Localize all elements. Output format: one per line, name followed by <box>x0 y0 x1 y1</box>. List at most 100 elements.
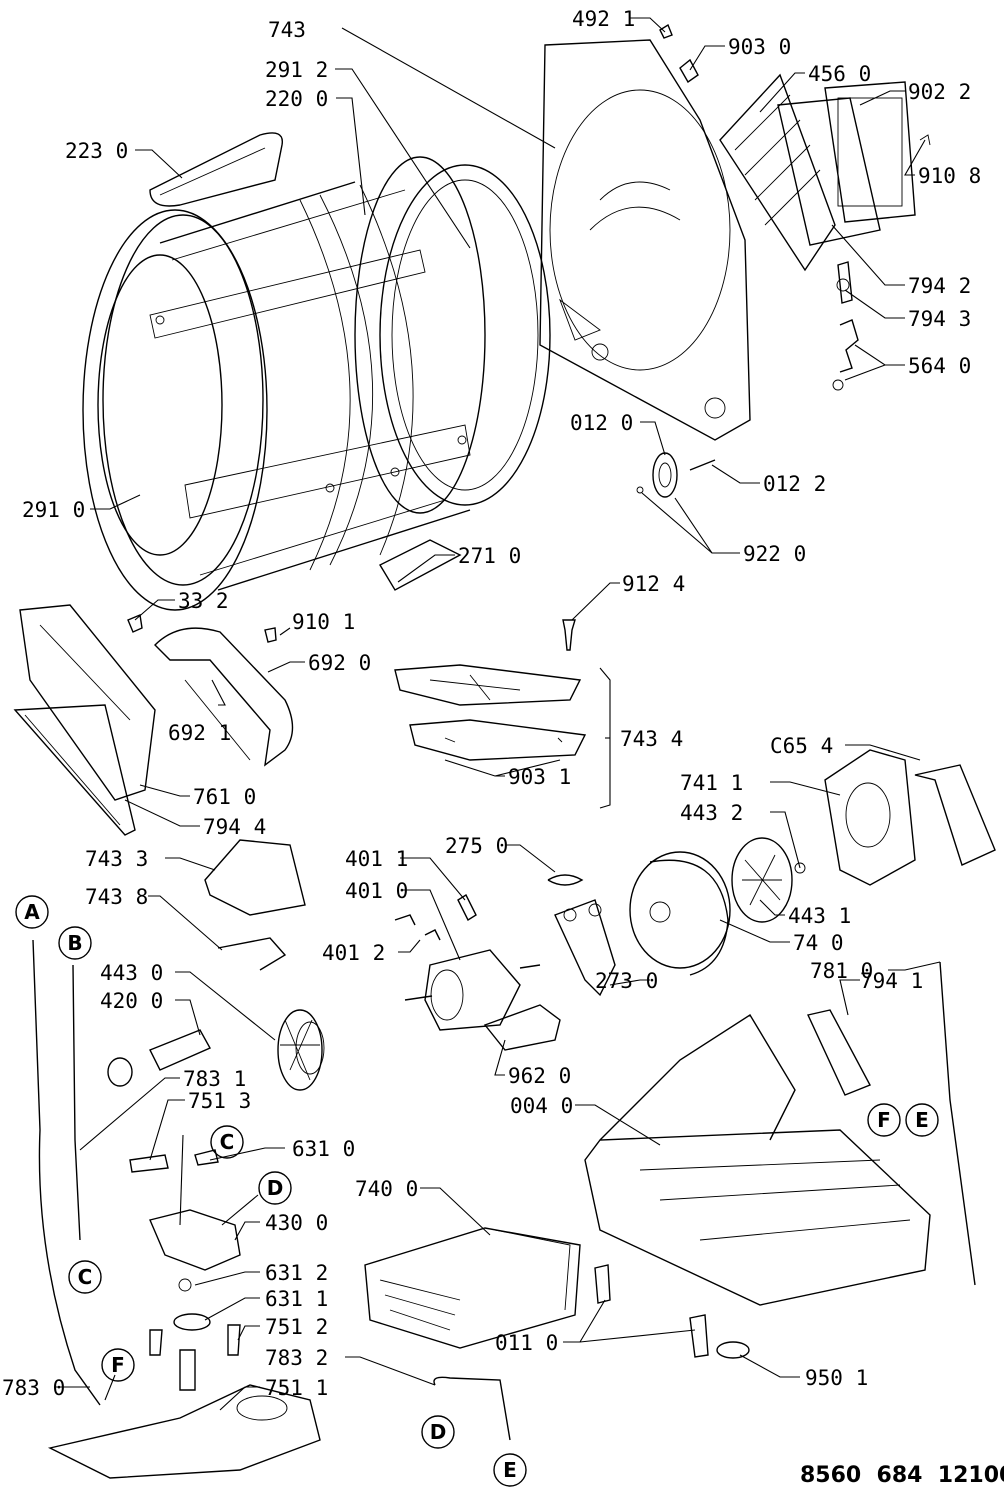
label-631-2: 631 2 <box>265 1261 328 1285</box>
label-223-0: 223 0 <box>65 139 128 163</box>
label-783-0: 783 0 <box>2 1376 65 1400</box>
svg-text:C: C <box>78 1265 93 1289</box>
label-443-1: 443 1 <box>788 904 851 928</box>
label-443-2: 443 2 <box>680 801 743 825</box>
label-012-0: 012 0 <box>570 411 633 435</box>
rear-seal-ring <box>379 164 551 506</box>
label-220-0: 220 0 <box>265 87 328 111</box>
screw-9124 <box>562 619 576 651</box>
dryer-base <box>584 1014 931 1306</box>
svg-text:C: C <box>220 1130 235 1154</box>
callout-e-bottom: E <box>493 1453 527 1487</box>
callout-a: A <box>15 895 49 929</box>
label-783-2: 783 2 <box>265 1346 328 1370</box>
exhaust-duct <box>154 627 294 767</box>
label-902-2: 902 2 <box>908 80 971 104</box>
svg-text:A: A <box>24 900 40 924</box>
svg-text:E: E <box>503 1458 517 1482</box>
label-903-1: 903 1 <box>508 765 571 789</box>
leveling-feet <box>594 1264 750 1359</box>
leader-lines <box>55 17 941 1411</box>
label-743: 743 <box>268 18 306 42</box>
callout-circles: A B C D C F F E D E <box>15 895 939 1487</box>
callout-e-right: E <box>905 1103 939 1137</box>
callout-f-left: F <box>101 1348 135 1382</box>
label-456-0: 456 0 <box>808 62 871 86</box>
label-794-1: 794 1 <box>860 969 923 993</box>
motor-cover <box>629 837 806 976</box>
label-741-1: 741 1 <box>680 771 743 795</box>
label-631-0: 631 0 <box>292 1137 355 1161</box>
belt-tensioner <box>547 874 616 997</box>
label-291-0: 291 0 <box>22 498 85 522</box>
rear-bulkhead <box>539 39 751 441</box>
callout-d-top: D <box>258 1171 292 1205</box>
label-291-2: 291 2 <box>265 58 328 82</box>
svg-text:E: E <box>915 1108 929 1132</box>
label-492-1: 492 1 <box>572 7 635 31</box>
label-631-1: 631 1 <box>265 1287 328 1311</box>
label-430-0: 430 0 <box>265 1211 328 1235</box>
label-740-0: 740 0 <box>355 1177 418 1201</box>
label-443-0: 443 0 <box>100 961 163 985</box>
label-692-1: 692 1 <box>168 721 231 745</box>
label-011-0: 011 0 <box>495 1331 558 1355</box>
hoses <box>32 939 976 1441</box>
motor-shield <box>483 1004 561 1051</box>
label-910-8: 910 8 <box>918 164 981 188</box>
label-743-8: 743 8 <box>85 885 148 909</box>
label-004-0: 004 0 <box>510 1094 573 1118</box>
label-761-0: 761 0 <box>193 785 256 809</box>
label-751-2: 751 2 <box>265 1315 328 1339</box>
front-panel <box>13 604 156 836</box>
toe-panel <box>47 1384 321 1479</box>
label-401-0: 401 0 <box>345 879 408 903</box>
part-labels: 743 291 2 220 0 223 0 492 1 903 0 456 0 … <box>2 7 981 1400</box>
label-781-0: 781 0 <box>810 959 873 983</box>
label-962-0: 962 0 <box>508 1064 571 1088</box>
front-seal-ring <box>97 254 223 556</box>
wire-clip <box>217 937 287 971</box>
drum-roller <box>636 452 716 498</box>
callout-d-bottom: D <box>421 1415 455 1449</box>
small-clips <box>659 23 931 391</box>
label-910-1: 910 1 <box>292 610 355 634</box>
label-c65-4: C65 4 <box>770 734 833 758</box>
label-743-4: 743 4 <box>620 727 683 751</box>
control-components <box>129 1149 241 1391</box>
label-912-4: 912 4 <box>622 572 685 596</box>
label-794-3: 794 3 <box>908 307 971 331</box>
label-743-3: 743 3 <box>85 847 148 871</box>
drive-motor <box>394 893 541 1031</box>
drawing-number: 8560 684 12100 <box>800 1463 1004 1488</box>
svg-text:B: B <box>67 931 82 955</box>
callout-f-right: F <box>867 1103 901 1137</box>
label-922-0: 922 0 <box>743 542 806 566</box>
label-794-2: 794 2 <box>908 274 971 298</box>
shaft-coupler <box>107 1029 211 1087</box>
label-271-0: 271 0 <box>458 544 521 568</box>
drum-assembly <box>82 156 486 611</box>
label-401-2: 401 2 <box>322 941 385 965</box>
label-794-4: 794 4 <box>203 815 266 839</box>
callout-b: B <box>58 926 92 960</box>
label-420-0: 420 0 <box>100 989 163 1013</box>
svg-text:F: F <box>111 1353 125 1377</box>
label-401-1: 401 1 <box>345 847 408 871</box>
label-33-2: 33 2 <box>178 589 229 613</box>
label-012-2: 012 2 <box>763 472 826 496</box>
label-751-1: 751 1 <box>265 1376 328 1400</box>
callout-c-top: C <box>210 1125 244 1159</box>
small-screws <box>127 614 277 643</box>
label-751-3: 751 3 <box>188 1089 251 1113</box>
plate-stack <box>394 664 587 761</box>
label-903-0: 903 0 <box>728 35 791 59</box>
label-692-0: 692 0 <box>308 651 371 675</box>
label-275-0: 275 0 <box>445 834 508 858</box>
label-273-0: 273 0 <box>595 969 658 993</box>
label-564-0: 564 0 <box>908 354 971 378</box>
blower-wheel <box>277 1009 325 1091</box>
svg-text:F: F <box>877 1108 891 1132</box>
